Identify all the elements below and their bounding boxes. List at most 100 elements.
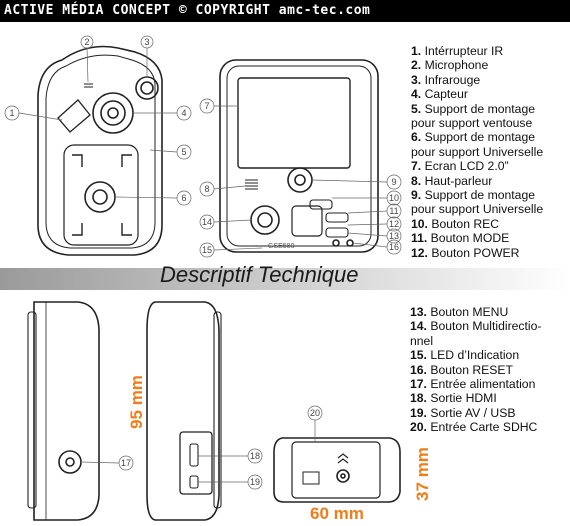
- legend-top-item: 9. Support de montage: [411, 188, 543, 202]
- legend-text: Entrée alimentation: [430, 377, 536, 392]
- legend-text: pour support Universelle: [411, 144, 544, 159]
- callout-16: 16: [389, 242, 399, 252]
- legend-text: Bouton Multidirectio-: [430, 319, 542, 334]
- legend-text: Ecran LCD 2.0”: [424, 159, 509, 174]
- legend-text: Bouton MENU: [430, 305, 509, 319]
- callout-11: 11: [389, 206, 398, 216]
- front-callouts: [4, 35, 192, 206]
- legend-text: Support de montage: [424, 130, 536, 145]
- section-title: Descriptif Technique: [160, 262, 359, 287]
- callout-2: 2: [84, 37, 89, 47]
- legend-top-item: 2. Microphone: [411, 58, 543, 72]
- back-view: [219, 59, 379, 253]
- callout-14: 14: [202, 217, 212, 227]
- legend-top-item: 4. Capteur: [411, 87, 543, 101]
- device-diagram: 1 2 3 4 5 6 GSE580: [0, 35, 570, 521]
- legend-bottom-item: 16. Bouton RESET: [410, 363, 541, 377]
- callout-8: 8: [204, 184, 209, 194]
- legend-number: 2.: [411, 58, 422, 73]
- page-header: ACTIVE MÉDIA CONCEPT © COPYRIGHT amc-tec…: [0, 0, 570, 22]
- legend-top-item: 11. Bouton MODE: [411, 231, 543, 245]
- legend-bottom-item: nnel: [410, 334, 541, 348]
- callout-17: 17: [121, 458, 131, 468]
- legend-bottom-item: 14. Bouton Multidirectio-: [410, 319, 541, 333]
- legend-text: Bouton POWER: [431, 245, 520, 260]
- side-view-right: [146, 301, 222, 521]
- legend-number: 5.: [411, 101, 422, 116]
- legend-number: 1.: [411, 44, 422, 58]
- legend-text: LED d’Indication: [430, 348, 520, 363]
- legend-top-item: 12. Bouton POWER: [411, 246, 543, 260]
- legend-text: Support de montage: [424, 101, 536, 116]
- legend-text: Capteur: [424, 87, 468, 102]
- legend-number: 16.: [410, 362, 427, 377]
- bottom-callout: [307, 405, 323, 442]
- legend-number: 11.: [411, 231, 428, 246]
- callout-6: 6: [181, 193, 186, 203]
- callout-20: 20: [310, 408, 320, 418]
- legend-number: 12.: [411, 245, 428, 260]
- callout-5: 5: [181, 147, 186, 157]
- legend-bottom-item: 19. Sortie AV / USB: [410, 406, 541, 420]
- callout-3: 3: [144, 37, 149, 47]
- legend-number: 14.: [410, 319, 427, 334]
- legend-bottom-item: 13. Bouton MENU: [410, 305, 541, 319]
- legend-top-item: 10. Bouton REC: [411, 217, 543, 231]
- side-view-left: [27, 301, 100, 521]
- legend-number: 17.: [410, 377, 427, 392]
- legend-text: Bouton REC: [431, 216, 500, 231]
- legend-number: 13.: [410, 305, 427, 319]
- legend-text: Bouton MODE: [430, 231, 510, 246]
- back-callouts: [199, 98, 402, 258]
- legend-number: 9.: [411, 188, 422, 203]
- callout-13: 13: [389, 231, 399, 241]
- legend-text: Entrée Carte SDHC: [430, 420, 538, 435]
- legend-top-item: 1. Intérrupteur IR: [411, 44, 543, 58]
- legend-text: Haut-parleur: [424, 173, 493, 188]
- legend-number: 6.: [411, 130, 422, 145]
- callout-19: 19: [250, 477, 260, 487]
- legend-top-item: pour support Universelle: [411, 202, 543, 216]
- callout-12: 12: [389, 219, 399, 229]
- back-callout-numbers: 7 8 9 10 11 12 13 16 14 15: [202, 101, 399, 255]
- legend-text: Intérrupteur IR: [424, 44, 504, 58]
- legend-text: nnel: [410, 333, 434, 348]
- legend-bottom-item: 17. Entrée alimentation: [410, 377, 541, 391]
- callout-18: 18: [250, 451, 260, 461]
- bottom-view: [273, 437, 401, 503]
- legend-number: 19.: [410, 405, 427, 420]
- callout-10: 10: [389, 193, 399, 203]
- legend-number: 3.: [411, 72, 422, 87]
- legend-text: pour support Universelle: [411, 202, 544, 217]
- legend-number: 7.: [411, 159, 422, 174]
- legend-text: Microphone: [424, 58, 489, 73]
- legend-top-item: 7. Ecran LCD 2.0”: [411, 159, 543, 173]
- legend-text: Sortie AV / USB: [430, 405, 516, 420]
- dimension-width: 60 mm: [310, 504, 364, 523]
- callout-4: 4: [181, 108, 186, 118]
- legend-number: 18.: [410, 391, 427, 406]
- legend-top-item: 5. Support de montage: [411, 102, 543, 116]
- dimension-depth: 37 mm: [412, 447, 432, 501]
- legend-text: Infrarouge: [424, 72, 481, 87]
- legend-top-item: 3. Infrarouge: [411, 73, 543, 87]
- legend-text: pour support ventouse: [411, 116, 533, 131]
- device-label: GSE580: [268, 243, 295, 250]
- legend-text: Support de montage: [424, 188, 536, 203]
- legend-bottom-item: 20. Entrée Carte SDHC: [410, 420, 541, 434]
- legend-top-item: pour support ventouse: [411, 116, 543, 130]
- dimension-height: 95 mm: [126, 375, 146, 429]
- legend-top-item: 8. Haut-parleur: [411, 174, 543, 188]
- front-view: [37, 45, 163, 256]
- legend-number: 4.: [411, 87, 422, 102]
- legend-bottom-item: 15. LED d’Indication: [410, 348, 541, 362]
- legend-top-item: 6. Support de montage: [411, 130, 543, 144]
- legend-number: 10.: [411, 216, 428, 231]
- legend-number: 8.: [411, 173, 422, 188]
- side-right-callouts: [198, 448, 263, 490]
- legend-text: Sortie HDMI: [430, 391, 497, 406]
- legend-number: 15.: [410, 348, 427, 363]
- front-callout-numbers: 1 2 3 4 5 6: [9, 37, 186, 203]
